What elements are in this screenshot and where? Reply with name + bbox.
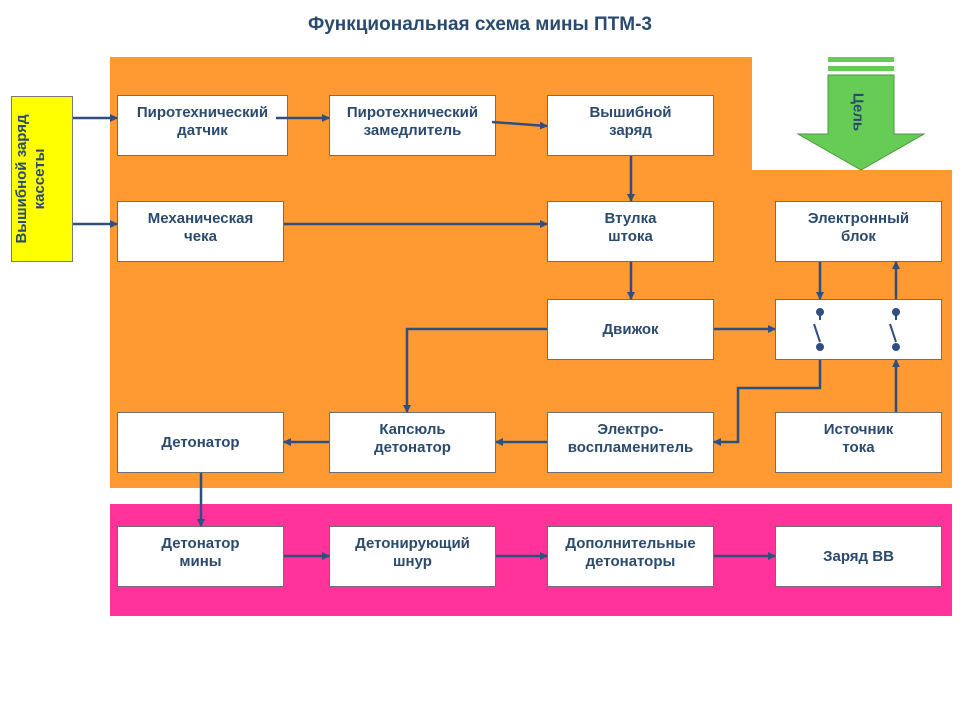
- block-electronic-unit: Электронный блок: [775, 201, 942, 262]
- block-electro-igniter: Электро- воспламенитель: [547, 412, 714, 473]
- block-slider: Движок: [547, 299, 714, 360]
- block-power-source: Источник тока: [775, 412, 942, 473]
- block-mech-pin: Механическая чека: [117, 201, 284, 262]
- target-arrow: [796, 57, 926, 171]
- switch-left: [813, 308, 824, 351]
- wire-delay-to-eject: [491, 120, 548, 130]
- block-cap-detonator: Капсюль детонатор: [329, 412, 496, 473]
- block-extra-detonators: Дополнительные детонаторы: [547, 526, 714, 587]
- block-pyro-sensor: Пиротехнический датчик: [117, 95, 288, 156]
- wire-switch-left-to-igniter: [713, 360, 822, 446]
- wire-slider-to-cap-detonator: [403, 327, 547, 413]
- diagram-title: Функциональная схема мины ПТМ-3: [307, 14, 652, 35]
- block-det-cord: Детонирующий шнур: [329, 526, 496, 587]
- switch-panel: [775, 299, 942, 360]
- block-rod-sleeve: Втулка штока: [547, 201, 714, 262]
- switch-right: [889, 308, 900, 351]
- orange-region-shape: [110, 57, 952, 488]
- block-pyro-delay: Пиротехнический замедлитель: [329, 95, 496, 156]
- target-label: Цель: [849, 92, 867, 132]
- block-eject-charge: Вышибной заряд: [547, 95, 714, 156]
- block-mine-detonator: Детонатор мины: [117, 526, 284, 587]
- side-charge-box: [11, 96, 73, 262]
- block-detonator: Детонатор: [117, 412, 284, 473]
